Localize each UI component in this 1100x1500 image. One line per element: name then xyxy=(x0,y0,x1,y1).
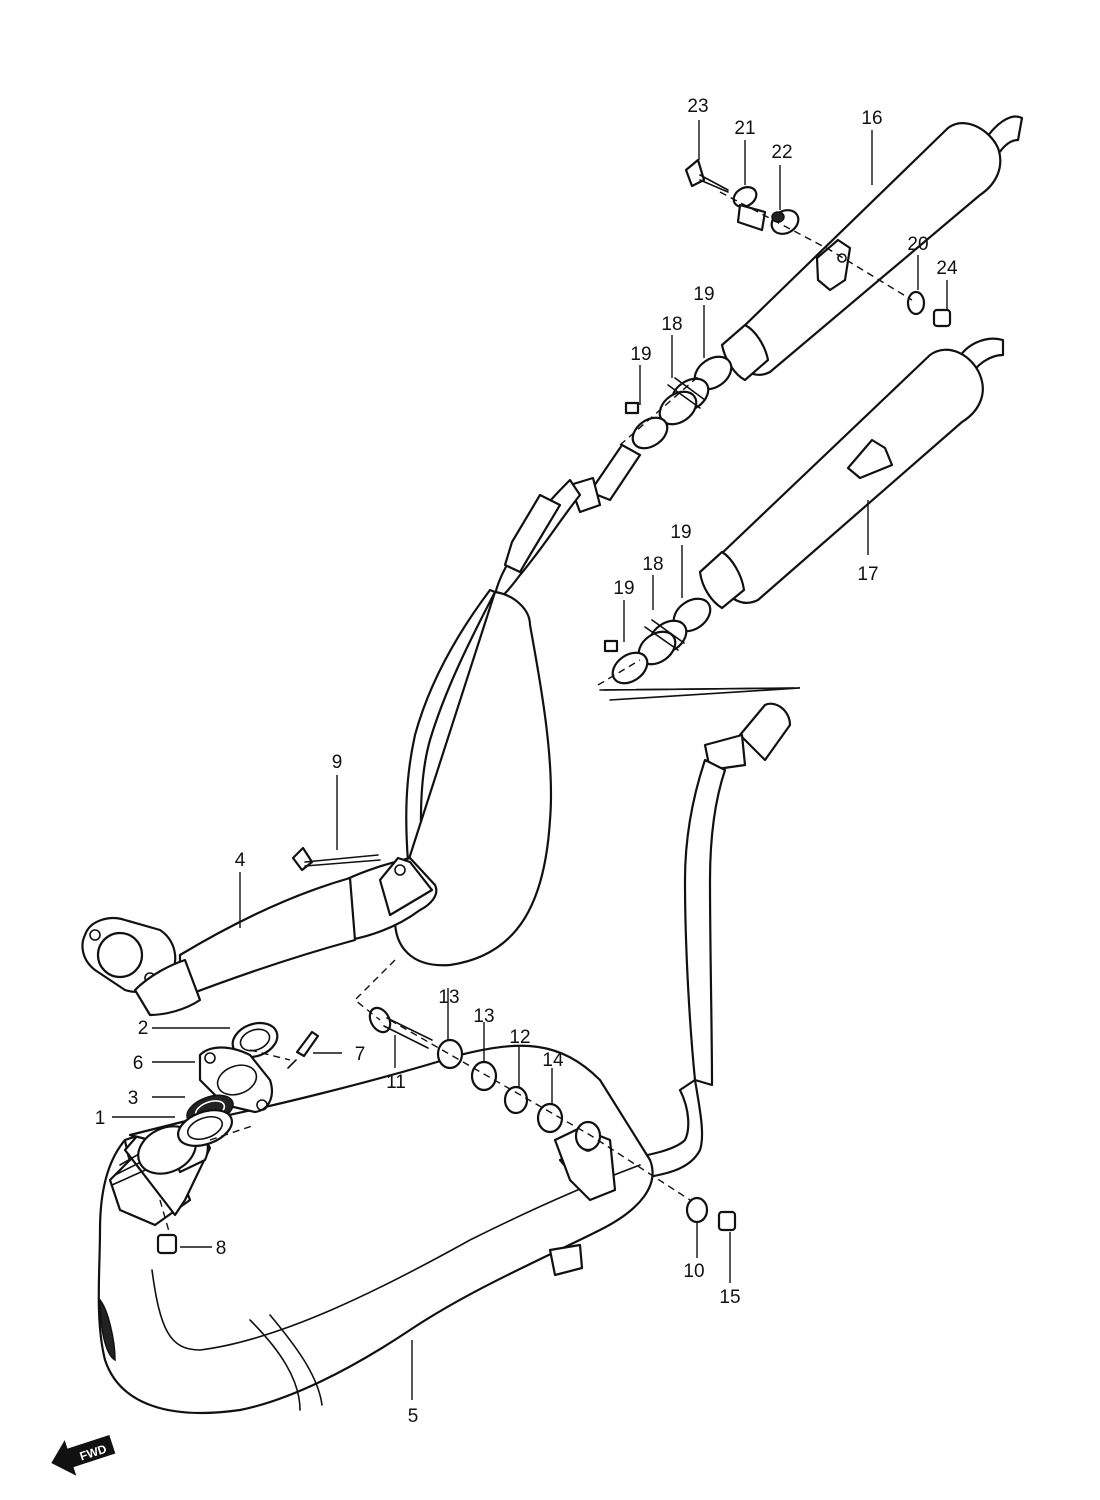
part-12-collar xyxy=(503,1085,529,1115)
label-part-15: 15 xyxy=(719,1287,740,1308)
part-24-nut xyxy=(932,308,952,328)
label-part-8: 8 xyxy=(216,1238,227,1259)
label-part-6: 6 xyxy=(133,1053,144,1074)
part-15-bolt xyxy=(717,1210,737,1232)
part-19-clamp-lower-left xyxy=(611,651,649,685)
part-1-gasket xyxy=(177,1109,233,1147)
part-20-washer xyxy=(906,290,926,316)
label-part-20: 20 xyxy=(907,234,928,255)
label-part-19-d: 19 xyxy=(613,578,634,599)
label-part-12: 12 xyxy=(509,1027,530,1048)
label-part-13-a: 13 xyxy=(438,987,459,1008)
part-8-nut xyxy=(156,1233,178,1255)
part-7-stud xyxy=(295,1030,320,1058)
label-part-10: 10 xyxy=(683,1261,704,1282)
part-13-bushing-b xyxy=(470,1060,498,1092)
label-part-3: 3 xyxy=(128,1088,139,1109)
label-part-18-b: 18 xyxy=(642,554,663,575)
hardware xyxy=(156,158,952,1255)
part-4-upper-chamber xyxy=(81,443,642,1017)
label-part-7: 7 xyxy=(355,1044,366,1065)
label-part-22: 22 xyxy=(771,142,792,163)
label-part-19-c: 19 xyxy=(670,522,691,543)
label-part-17: 17 xyxy=(857,564,878,585)
label-part-5: 5 xyxy=(408,1406,419,1427)
label-part-19-b: 19 xyxy=(630,344,651,365)
label-part-2: 2 xyxy=(138,1018,149,1039)
assembly-lines xyxy=(159,191,913,1236)
label-part-14: 14 xyxy=(542,1050,564,1071)
part-5-lower-chamber xyxy=(97,702,792,1415)
part-13-bushing-a xyxy=(436,1038,464,1070)
part-labels: 23 21 22 16 20 24 19 18 19 19 18 19 17 9… xyxy=(95,96,958,1427)
label-part-11: 11 xyxy=(386,1072,406,1093)
label-part-21: 21 xyxy=(734,118,755,139)
part-10-washer xyxy=(685,1196,709,1224)
label-part-24: 24 xyxy=(936,258,958,279)
label-part-19-a: 19 xyxy=(693,284,714,305)
label-part-4: 4 xyxy=(235,850,246,871)
fwd-arrow-icon xyxy=(51,1435,116,1476)
label-part-16: 16 xyxy=(861,108,882,129)
fwd-arrow-badge: FWD xyxy=(51,1435,116,1476)
part-17-lower-silencer xyxy=(698,337,1005,610)
label-part-1: 1 xyxy=(95,1108,106,1129)
label-part-9: 9 xyxy=(332,752,343,773)
label-part-18-a: 18 xyxy=(661,314,682,335)
muffler-joints xyxy=(603,355,733,685)
leader-lines xyxy=(112,120,948,1400)
label-part-13-b: 13 xyxy=(473,1006,494,1027)
label-part-23: 23 xyxy=(687,96,708,117)
part-16-upper-silencer xyxy=(720,115,1024,382)
part-14-grommet xyxy=(536,1102,564,1134)
